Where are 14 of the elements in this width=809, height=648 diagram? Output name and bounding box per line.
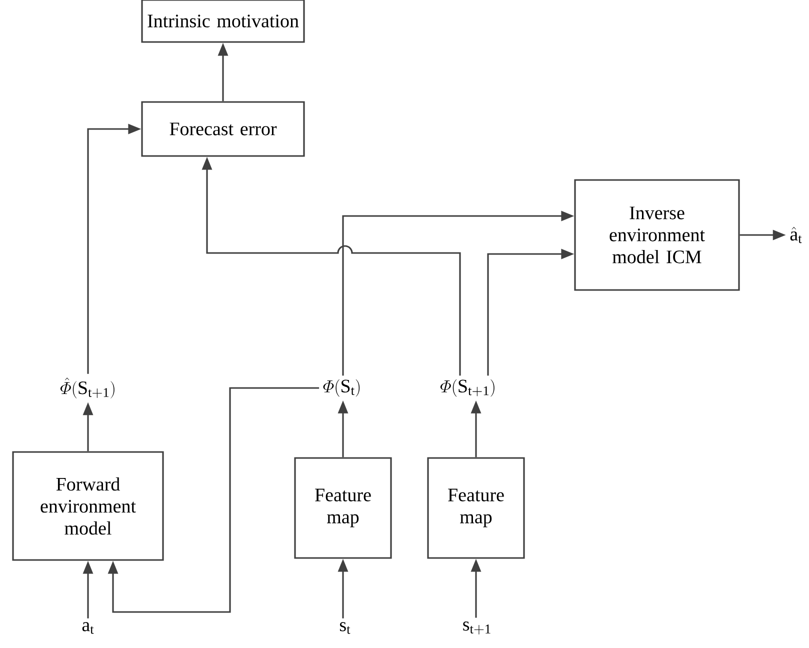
process-box: Inverse environment model ICM [574, 179, 740, 291]
formula-label: $\varPhi(\mathrm{S}_{\mathrm{t}})$ [323, 379, 360, 397]
input-label: $\mathrm{s}_{\mathrm{t}}$ [340, 622, 350, 634]
input-label: $\mathrm{a}_{\mathrm{t}}$ [82, 622, 94, 634]
arrow [108, 387, 320, 613]
formula-label: $\varPhi(\mathrm{S}_{\mathrm{t+1}})$ [440, 379, 494, 397]
process-box: Intrinsic motivation [141, 0, 305, 43]
process-box: Forward environment model [12, 451, 164, 561]
formula-label: $\hat{\varPhi}(\mathrm{S}_{\mathrm{t+1}})$ [60, 378, 114, 398]
process-box: Feature map [294, 457, 392, 559]
process-box: Forecast error [141, 101, 305, 157]
input-label: $\mathrm{s}_{\mathrm{t+1}}$ [463, 622, 490, 634]
process-box: Feature map [427, 457, 525, 559]
output-label: $\hat{\mathrm{a}}_{\mathrm{t}}$ [790, 226, 802, 244]
